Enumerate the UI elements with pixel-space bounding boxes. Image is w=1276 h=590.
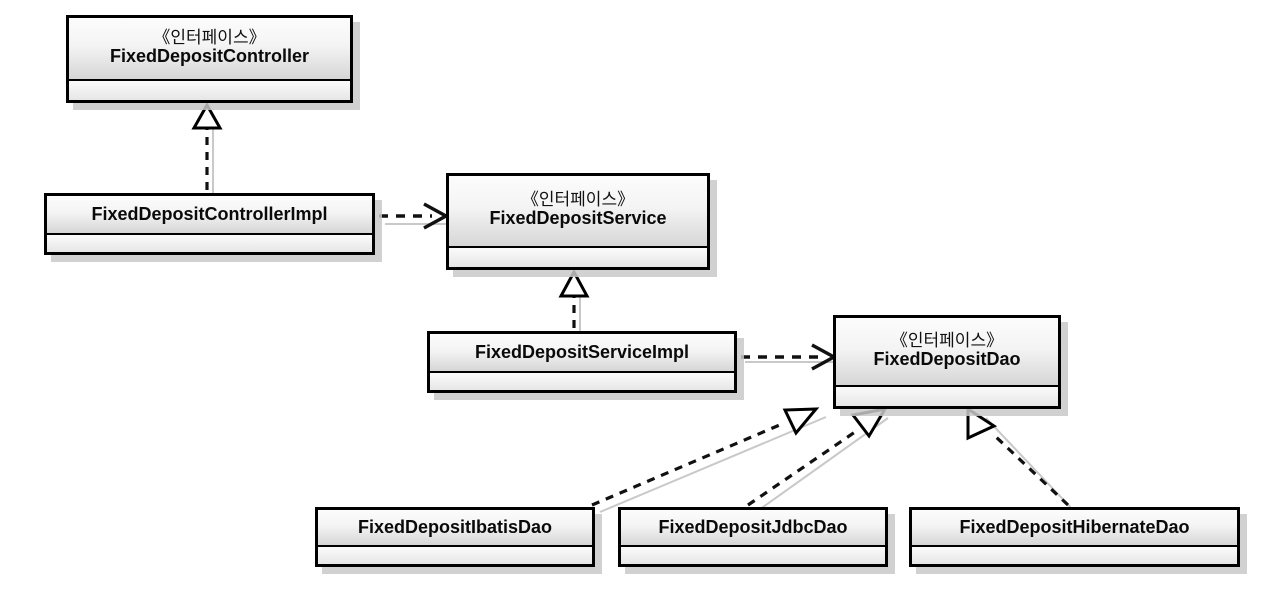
node-frame: 《인터페이스》 FixedDepositController <box>66 15 353 103</box>
node-attribute-compartment <box>449 248 707 267</box>
edge-controllerimpl-realizes-controller <box>191 101 223 190</box>
node-title-compartment: 《인터페이스》 FixedDepositDao <box>836 318 1058 387</box>
node-title-compartment: FixedDepositIbatisDao <box>318 510 592 547</box>
node-title-compartment: FixedDepositServiceImpl <box>430 334 734 373</box>
class-name-label: FixedDepositController <box>109 45 310 66</box>
class-name-label: FixedDepositJdbcDao <box>658 516 848 537</box>
edge-ibatisdao-realizes-dao <box>591 407 820 507</box>
uml-node-fixed-deposit-controller[interactable]: 《인터페이스》 FixedDepositController <box>66 15 360 110</box>
uml-node-fixed-deposit-dao[interactable]: 《인터페이스》 FixedDepositDao <box>833 315 1068 416</box>
uml-node-fixed-deposit-service-impl[interactable]: FixedDepositServiceImpl <box>427 331 744 400</box>
node-attribute-compartment <box>912 547 1237 564</box>
edge-jdbcdao-realizes-dao <box>747 406 888 507</box>
node-attribute-compartment <box>69 81 350 100</box>
uml-node-fixed-deposit-hibernate-dao[interactable]: FixedDepositHibernateDao <box>909 507 1247 574</box>
node-frame: FixedDepositJdbcDao <box>618 507 888 567</box>
node-attribute-compartment <box>836 387 1058 406</box>
edge-serviceimpl-depends-dao <box>741 343 838 371</box>
uml-node-fixed-deposit-jdbc-dao[interactable]: FixedDepositJdbcDao <box>618 507 895 574</box>
node-frame: FixedDepositControllerImpl <box>44 193 375 255</box>
node-frame: FixedDepositHibernateDao <box>909 507 1240 567</box>
node-title-compartment: 《인터페이스》 FixedDepositService <box>449 176 707 248</box>
node-attribute-compartment <box>47 235 372 252</box>
class-name-label: FixedDepositIbatisDao <box>357 516 553 537</box>
stereotype-label: 《인터페이스》 <box>153 27 266 47</box>
class-name-label: FixedDepositControllerImpl <box>91 203 328 224</box>
uml-node-fixed-deposit-service[interactable]: 《인터페이스》 FixedDepositService <box>446 173 717 277</box>
node-attribute-compartment <box>430 373 734 390</box>
node-title-compartment: FixedDepositJdbcDao <box>621 510 885 547</box>
stereotype-label: 《인터페이스》 <box>890 330 1004 350</box>
node-frame: 《인터페이스》 FixedDepositDao <box>833 315 1061 409</box>
class-name-label: FixedDepositServiceImpl <box>474 341 690 362</box>
edge-controllerimpl-depends-service <box>379 202 450 230</box>
class-name-label: FixedDepositDao <box>873 348 1021 369</box>
node-frame: FixedDepositServiceImpl <box>427 331 737 393</box>
node-frame: FixedDepositIbatisDao <box>315 507 595 567</box>
class-name-label: FixedDepositHibernateDao <box>959 516 1190 537</box>
stereotype-label: 《인터페이스》 <box>521 190 635 210</box>
node-attribute-compartment <box>318 547 592 564</box>
node-frame: 《인터페이스》 FixedDepositService <box>446 173 710 270</box>
node-title-compartment: FixedDepositHibernateDao <box>912 510 1237 547</box>
edge-hibernatedao-realizes-dao <box>966 406 1070 507</box>
node-title-compartment: FixedDepositControllerImpl <box>47 196 372 235</box>
uml-node-fixed-deposit-ibatis-dao[interactable]: FixedDepositIbatisDao <box>315 507 602 574</box>
uml-node-fixed-deposit-controller-impl[interactable]: FixedDepositControllerImpl <box>44 193 382 262</box>
node-attribute-compartment <box>621 547 885 564</box>
node-title-compartment: 《인터페이스》 FixedDepositController <box>69 18 350 81</box>
class-name-label: FixedDepositService <box>489 208 667 229</box>
edge-serviceimpl-realizes-service <box>558 268 590 328</box>
